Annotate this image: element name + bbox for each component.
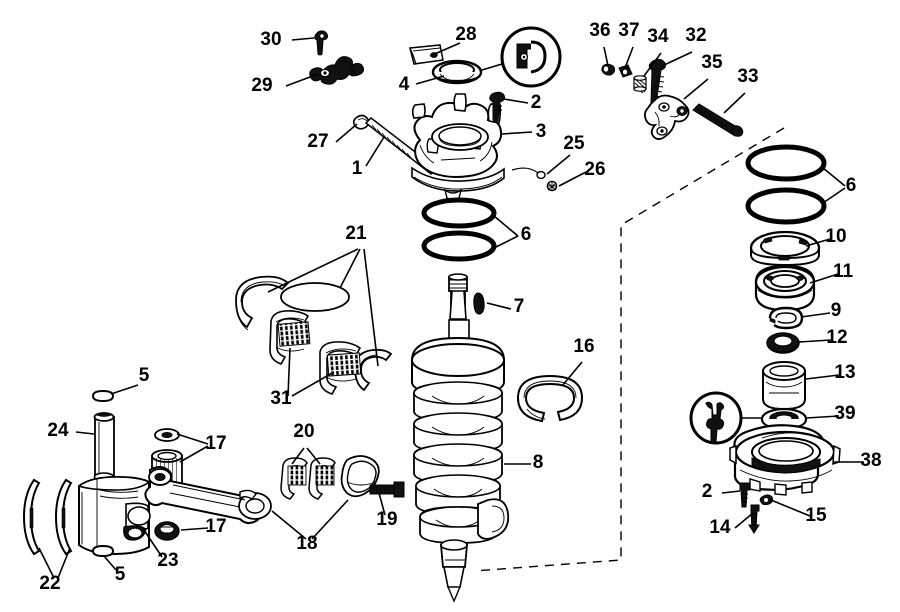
part-bearing-sleeve-13 (762, 361, 806, 411)
part-crankshaft-8 (411, 273, 510, 603)
callout-number-rod-bolt: 19 (376, 509, 397, 530)
callout-number-piston: 23 (157, 550, 178, 571)
callout-number-washer: 37 (618, 20, 639, 41)
part-clip-26 (546, 180, 558, 192)
callout-number-bearing-retainer-ring: 10 (825, 226, 846, 247)
part-o-ring-6-center-lower (421, 230, 497, 262)
callout-number-bolt: 33 (737, 66, 758, 87)
part-piston-pin-24 (93, 412, 115, 482)
callout-number-bearing-set-upper: 21 (345, 223, 367, 244)
part-nut-15 (759, 494, 774, 506)
part-woodruff-key-7 (473, 292, 485, 315)
callout-number-bushing: 36 (589, 20, 610, 41)
part-piston-23 (77, 475, 151, 556)
detail-callout-bubble (481, 26, 562, 88)
callout-number-screw: 14 (709, 517, 731, 538)
callout-number-retaining-ring: 16 (573, 336, 594, 357)
callout-number-screw: 2 (702, 481, 713, 502)
part-bearing-ring-21 (280, 282, 350, 312)
part-bearing-retainer-10 (749, 230, 821, 267)
part-dowel-pin-25 (511, 167, 546, 180)
callout-number-oil-seal: 4 (399, 74, 410, 95)
callout-number-screw: 2 (531, 92, 542, 113)
callout-number-screw: 30 (260, 29, 281, 50)
assembly-guide-line (473, 127, 785, 572)
callout-number-needle-bearing-cage: 31 (270, 388, 292, 409)
callout-number-stud: 1 (352, 158, 363, 179)
part-needle-cage-31-right (319, 341, 362, 395)
callout-number-o-ring: 6 (521, 224, 532, 245)
leader-lines (38, 37, 864, 579)
callout-number-crankshaft: 8 (533, 452, 544, 473)
callout-number-lower-bearing-housing: 38 (860, 450, 881, 471)
part-bearing-half-upper-21 (235, 275, 290, 331)
part-oil-seal-4 (431, 59, 483, 85)
callout-number-screw: 32 (685, 25, 706, 46)
part-snap-ring-9 (768, 306, 804, 330)
callout-number-cable-clamp-bracket: 29 (251, 75, 272, 96)
part-retaining-ring-16 (516, 374, 584, 423)
part-rod-bolt-19 (369, 481, 405, 498)
part-cable-clamp-29 (309, 56, 364, 85)
part-shift-lever-35 (643, 94, 690, 140)
part-lower-bearing-housing-38 (729, 424, 841, 496)
callout-number-o-ring-small: 12 (826, 327, 847, 348)
part-nut-27 (352, 114, 370, 130)
callout-number-shift-lever-arm: 35 (701, 52, 723, 73)
part-screw-30 (314, 30, 328, 56)
callout-number-spring: 34 (647, 26, 669, 47)
callout-number-connecting-rod-assembly: 18 (296, 533, 317, 554)
callout-number-piston-ring-set: 22 (39, 573, 60, 594)
callout-number-seal: 39 (834, 403, 855, 424)
part-spring-34 (633, 75, 647, 94)
part-screw-2-top (489, 91, 505, 123)
callout-number-dowel-pin: 25 (563, 133, 585, 154)
callout-number-ball-bearing: 11 (833, 261, 854, 282)
part-bolt-33 (692, 103, 744, 137)
part-o-ring-6-center-upper (421, 197, 497, 229)
part-ball-bearing-11 (754, 264, 816, 312)
callout-number-retaining-clip: 26 (584, 159, 605, 180)
part-pin-retainer-5-lower (91, 544, 115, 558)
part-needle-bearing-17-lower (154, 521, 180, 541)
part-pin-retainer-5-upper (91, 389, 115, 403)
callout-number-piston-pin-retainer: 5 (115, 564, 126, 585)
callout-number-crankcase-head: 3 (536, 121, 547, 142)
callout-number-piston-pin: 24 (47, 420, 69, 441)
detail-callout-bubble-2 (689, 391, 762, 445)
part-crankcase-head-3 (411, 93, 505, 201)
callout-number-woodruff-key: 7 (514, 296, 525, 317)
callout-number-connecting-rod-bearing: 20 (293, 421, 314, 442)
part-screw-14 (748, 504, 760, 534)
part-o-ring-6-right-lower (745, 187, 827, 225)
callout-number-bearing-sleeve: 13 (834, 362, 855, 383)
callout-number-nut: 27 (307, 131, 328, 152)
part-rod-bearing-20-right (308, 457, 336, 500)
callout-number-o-ring: 6 (846, 175, 857, 196)
callout-number-needle-bearing: 17 (205, 516, 226, 537)
callout-number-retainer-plate: 28 (455, 24, 476, 45)
callout-number-snap-ring: 9 (831, 300, 842, 321)
part-connecting-rod-18 (144, 466, 272, 525)
callout-number-needle-bearing: 17 (205, 433, 226, 454)
part-o-ring-12 (766, 332, 800, 354)
part-needle-cage-31-left (269, 310, 311, 365)
part-screw-2-lower (739, 482, 751, 508)
callout-number-nut: 15 (805, 505, 827, 526)
part-retainer-plate-28 (409, 44, 444, 65)
part-o-ring-6-right-upper (745, 144, 827, 182)
part-rod-bearing-20-left (280, 457, 308, 500)
part-piston-ring-22-inner (54, 478, 73, 556)
part-piston-ring-22-outer (22, 478, 41, 556)
callout-number-piston-pin-retainer: 5 (139, 365, 150, 386)
